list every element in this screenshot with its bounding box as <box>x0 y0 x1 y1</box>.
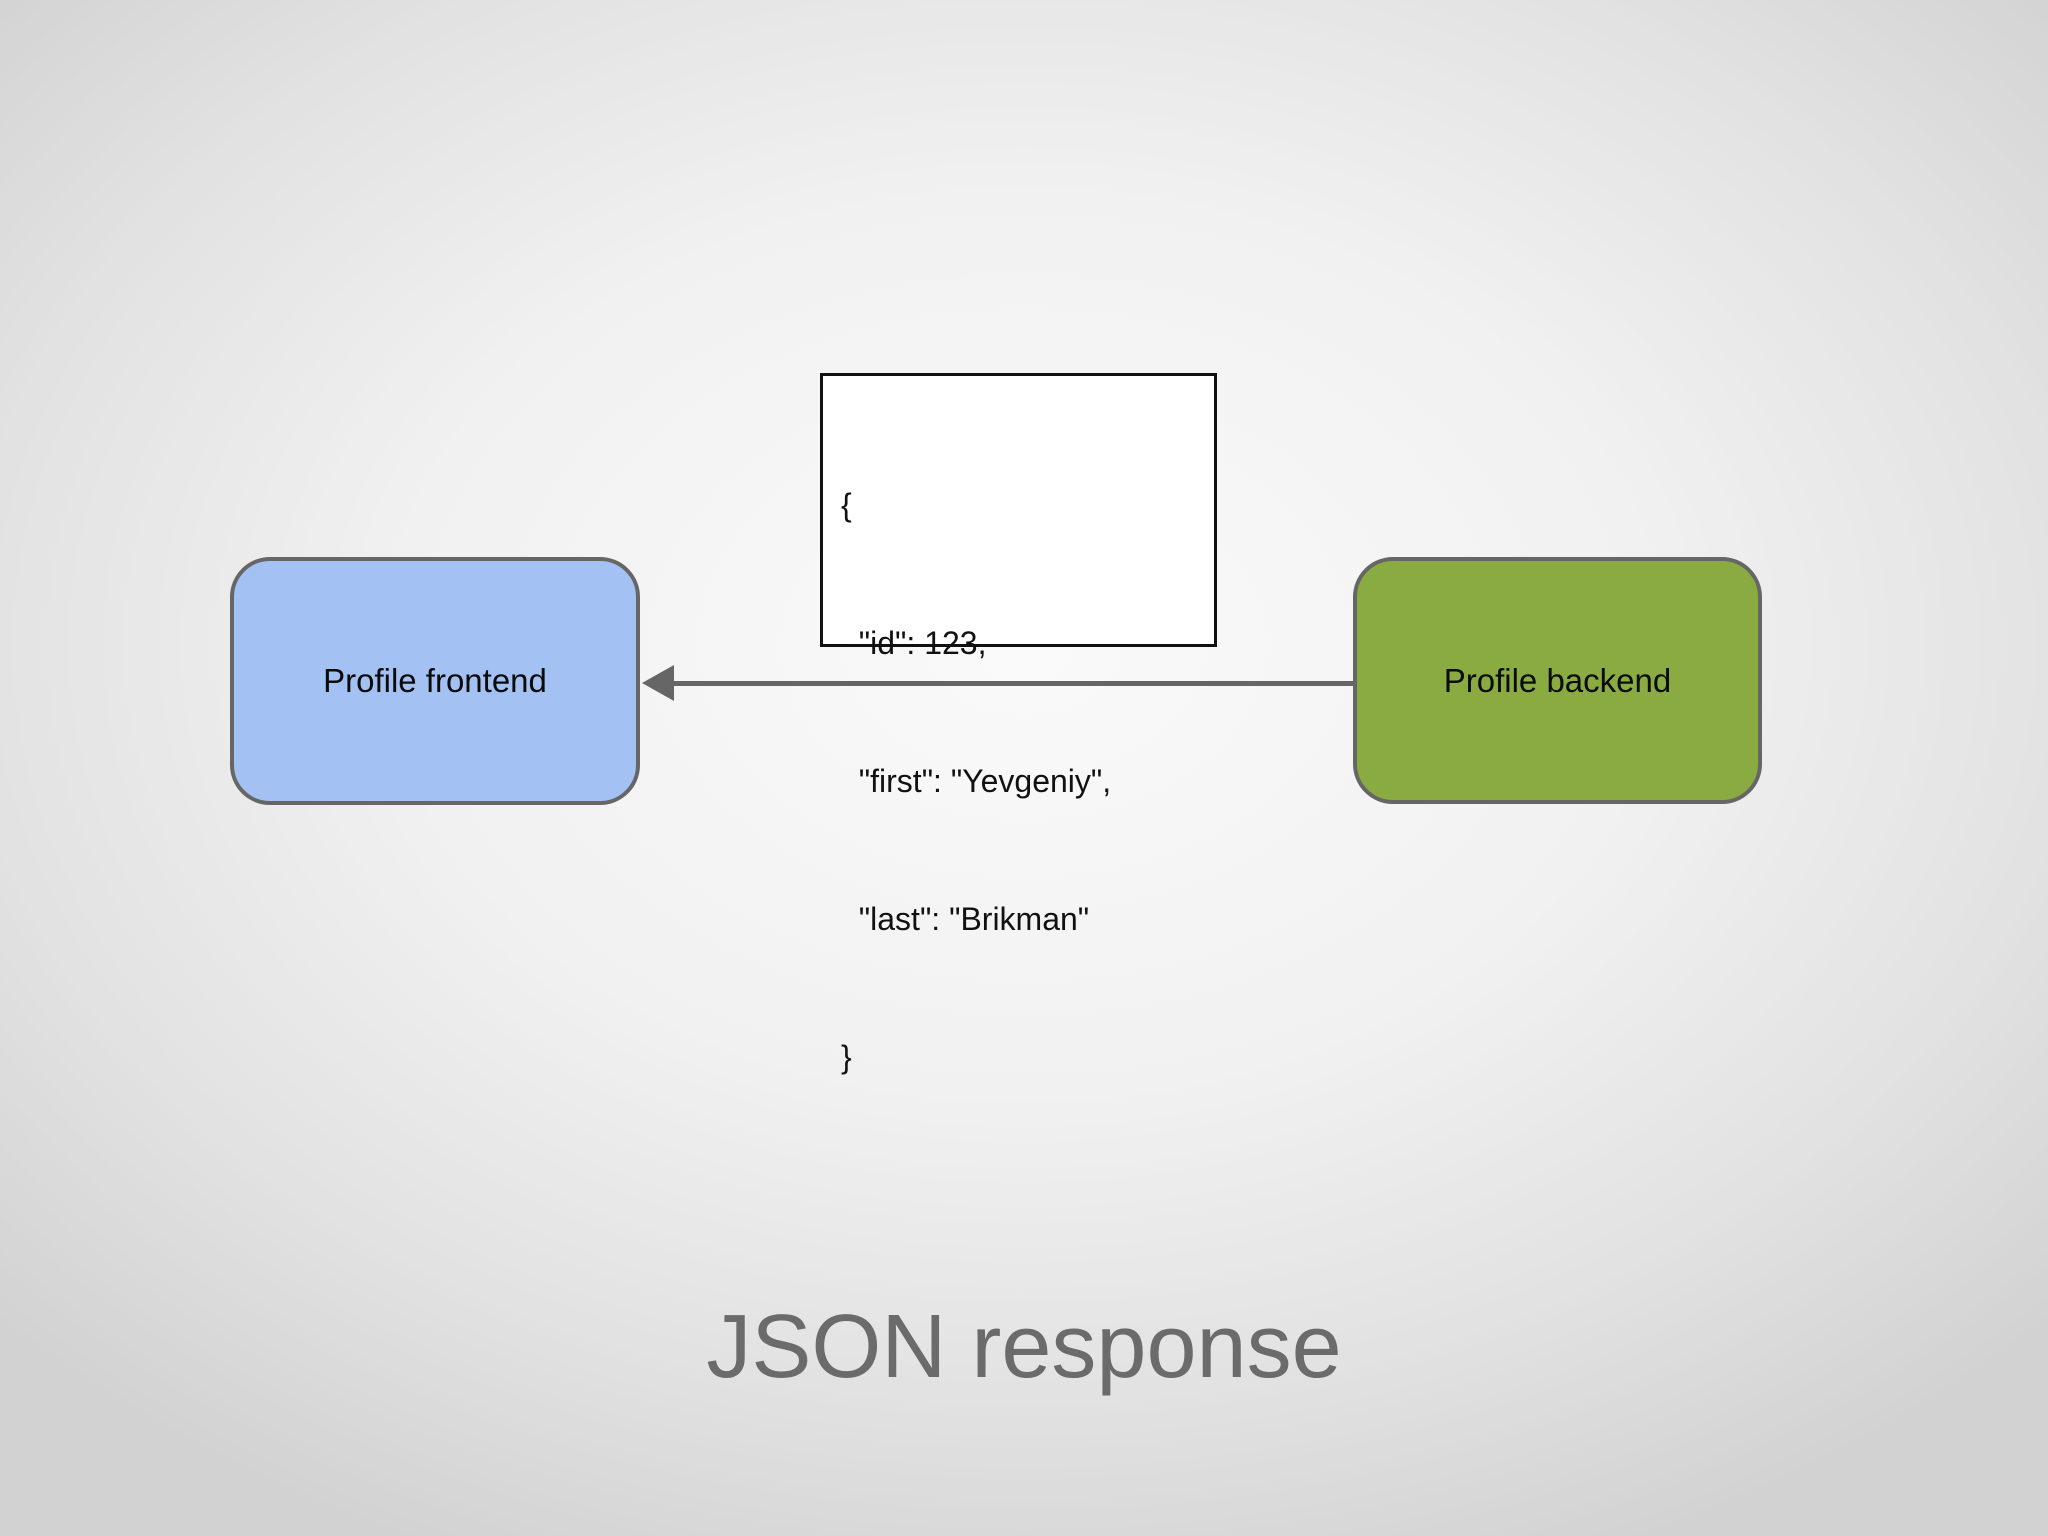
json-line: "first": "Yevgeniy", <box>841 763 1112 799</box>
node-profile-frontend: Profile frontend <box>230 557 640 805</box>
json-code: { "id": 123, "first": "Yevgeniy", "last"… <box>823 376 1214 1172</box>
node-profile-backend-label: Profile backend <box>1443 661 1672 699</box>
slide-caption: JSON response <box>706 1297 1342 1397</box>
json-line: "last": "Brikman" <box>841 901 1090 937</box>
node-profile-backend: Profile backend <box>1353 557 1762 804</box>
json-line: "id": 123, <box>841 625 987 661</box>
arrow-backend-to-frontend <box>668 681 1353 686</box>
node-profile-frontend-label: Profile frontend <box>323 662 547 699</box>
json-line: } <box>841 1039 852 1075</box>
json-response-box: { "id": 123, "first": "Yevgeniy", "last"… <box>820 373 1217 1075</box>
arrowhead-left-icon <box>642 665 674 701</box>
json-line: { <box>841 487 852 523</box>
